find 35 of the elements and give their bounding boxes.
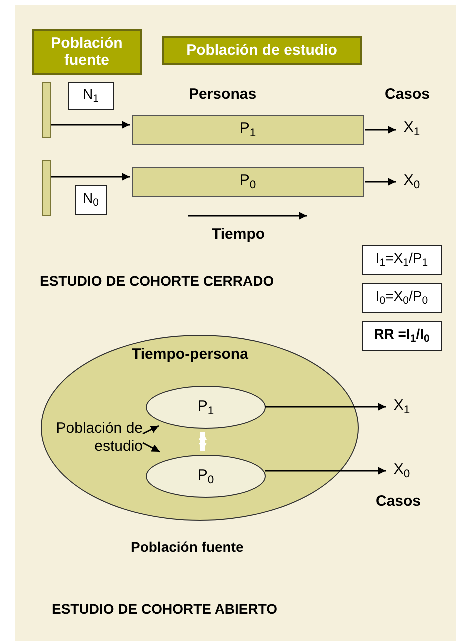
cohort-box: P$_{1}$ (132, 115, 364, 145)
arrow (365, 126, 396, 134)
axis-label: Tiempo (212, 226, 266, 243)
formula-box: I$_{0}$=X$_{0}$/P$_{0}$ (362, 283, 442, 313)
cohort-bar (42, 82, 51, 138)
column-heading: Personas (189, 86, 257, 103)
arrow (51, 173, 130, 181)
arrow (265, 467, 386, 475)
column-heading: Casos (376, 493, 422, 510)
count-box: N$_{1}$ (68, 82, 114, 110)
formula-box: I$_{1}$=X$_{1}$/P$_{1}$ (362, 245, 442, 275)
cohort-bar (42, 160, 51, 216)
section-title: ESTUDIO DE COHORTE ABIERTO (52, 601, 278, 617)
formula-box: RR =I$_{1}$/I$_{0}$ (362, 321, 442, 351)
header-box: Población fuente (32, 29, 142, 75)
count-box: N$_{0}$ (75, 185, 107, 215)
section-title: ESTUDIO DE COHORTE CERRADO (40, 273, 274, 289)
case-label: X$_{0}$ (398, 170, 426, 194)
label-text: Población de estudio (51, 418, 143, 458)
cohort-ellipse: P$_{0}$ (146, 455, 266, 498)
double-arrow (199, 432, 207, 451)
arrow (142, 425, 160, 435)
ellipse-title: Tiempo-persona (132, 346, 248, 363)
header-box: Población de estudio (162, 36, 362, 65)
cohort-ellipse: P$_{1}$ (146, 386, 266, 429)
caption-text: Población fuente (131, 539, 244, 555)
cohort-box: P$_{0}$ (132, 167, 364, 197)
arrow (365, 178, 396, 186)
arrow (142, 442, 160, 453)
arrow (265, 403, 386, 411)
case-label: X$_{1}$ (398, 117, 426, 141)
case-label: X$_{0}$ (388, 459, 416, 483)
column-heading: Casos (385, 86, 430, 103)
case-label: X$_{1}$ (388, 395, 416, 419)
arrow (51, 121, 130, 129)
